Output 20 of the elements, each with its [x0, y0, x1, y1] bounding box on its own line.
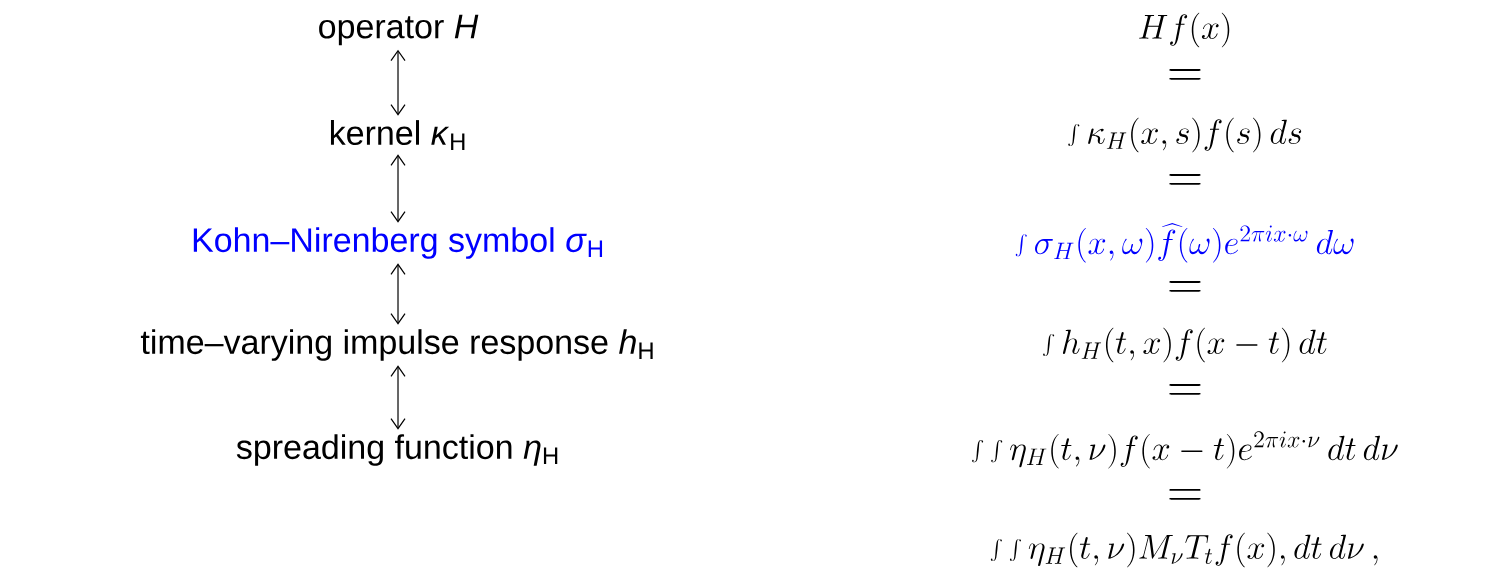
- double-arrow: [390, 154, 406, 223]
- double-arrow: [390, 365, 406, 430]
- double-arrow: [390, 49, 406, 116]
- formula: $Hf(x)$: [1139, 12, 1230, 48]
- quantity-label: Kohn–Nirenberg symbol σ$_{H}$: [193, 227, 603, 259]
- formula: $\int h_H(t,x) f(x-t)\, dt$: [1043, 327, 1327, 363]
- quantity-label: spreading function η$_{H}$: [236, 434, 558, 466]
- formula: $\int\int \eta_H(t,\nu) M_\nu T_t f(x), dt\, d\nu\,,$: [990, 532, 1378, 568]
- formula: $\int \kappa_H(x,s) f(s)\, ds$: [1068, 117, 1302, 153]
- quantity-label: operator H: [319, 14, 479, 46]
- double-arrow: [390, 263, 406, 325]
- quantity-label: kernel κ$_{H}$: [330, 120, 465, 150]
- equals-sign: $=$: [1169, 489, 1201, 500]
- quantity-label: time–varying impulse response h$_{H}$: [140, 329, 653, 361]
- equals-sign: $=$: [1169, 69, 1201, 80]
- equals-sign: $=$: [1169, 174, 1201, 185]
- formula: $\int \sigma_H(x,\omega) \widehat{f}(\omega) e^{2\pi i x\cdot\omega}\, d\omega$: [1015, 223, 1354, 263]
- equals-sign: $=$: [1169, 384, 1201, 395]
- equals-sign: $=$: [1169, 281, 1201, 292]
- formula: $\int\int \eta_H(t,\nu) f(x-t) e^{2\pi i x\cdot\nu}\, dt\, d\nu$: [972, 431, 1398, 469]
